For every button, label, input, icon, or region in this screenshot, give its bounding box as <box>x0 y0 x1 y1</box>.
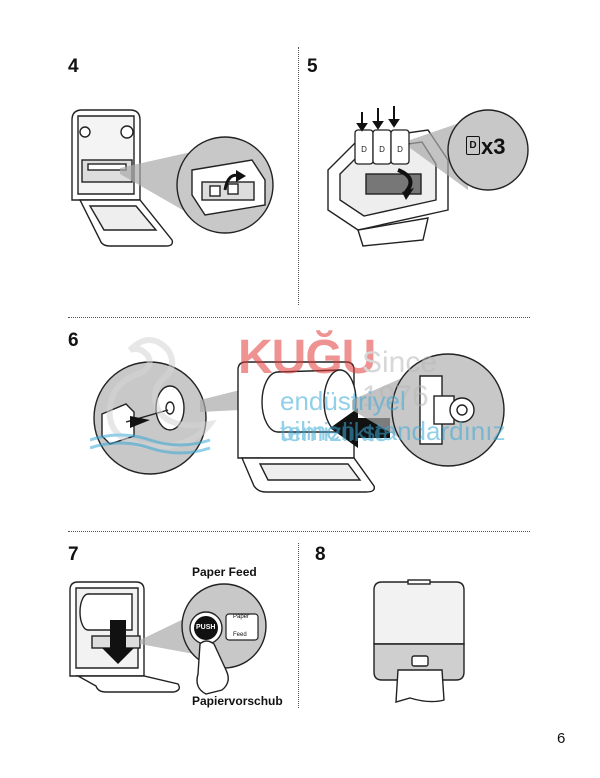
vertical-separator-bottom <box>298 543 299 708</box>
page-number: 6 <box>557 730 566 747</box>
push-button-label: PUSH <box>196 624 216 631</box>
svg-text:D: D <box>397 145 403 154</box>
caption-papiervorschub: Papiervorschub <box>192 694 283 708</box>
battery-icon: D <box>466 136 480 155</box>
battery-letter: D <box>469 140 477 151</box>
watermark-brand: KUĞU <box>238 331 376 384</box>
step-number-5: 5 <box>307 56 318 77</box>
svg-text:D: D <box>379 145 385 154</box>
mini-label-feed: Feed <box>233 632 247 638</box>
step4-illustration <box>71 109 274 247</box>
battery-count: x3 <box>481 134 506 159</box>
step-number-4: 4 <box>68 56 79 77</box>
step-number-8: 8 <box>315 544 326 565</box>
watermark: KUĞU Since 1976 endüstriyel temizlikte b… <box>90 330 510 460</box>
step7-illustration <box>69 581 267 695</box>
caption-paper-feed: Paper Feed <box>192 565 257 579</box>
watermark-line1: endüstriyel temizlikte <box>280 386 406 447</box>
svg-text:D: D <box>361 145 367 154</box>
watermark-since: Since 1976 <box>362 346 438 413</box>
horizontal-separator-1 <box>68 317 530 318</box>
watermark-line2: bilinen standardınız <box>280 416 506 446</box>
step-number-7: 7 <box>68 544 79 565</box>
vertical-separator-top <box>298 47 299 305</box>
step8-illustration <box>373 579 465 703</box>
step-number-6: 6 <box>68 330 79 351</box>
mini-label-paper: Paper <box>233 614 250 620</box>
swan-logo <box>90 337 217 455</box>
horizontal-separator-2 <box>68 531 530 532</box>
